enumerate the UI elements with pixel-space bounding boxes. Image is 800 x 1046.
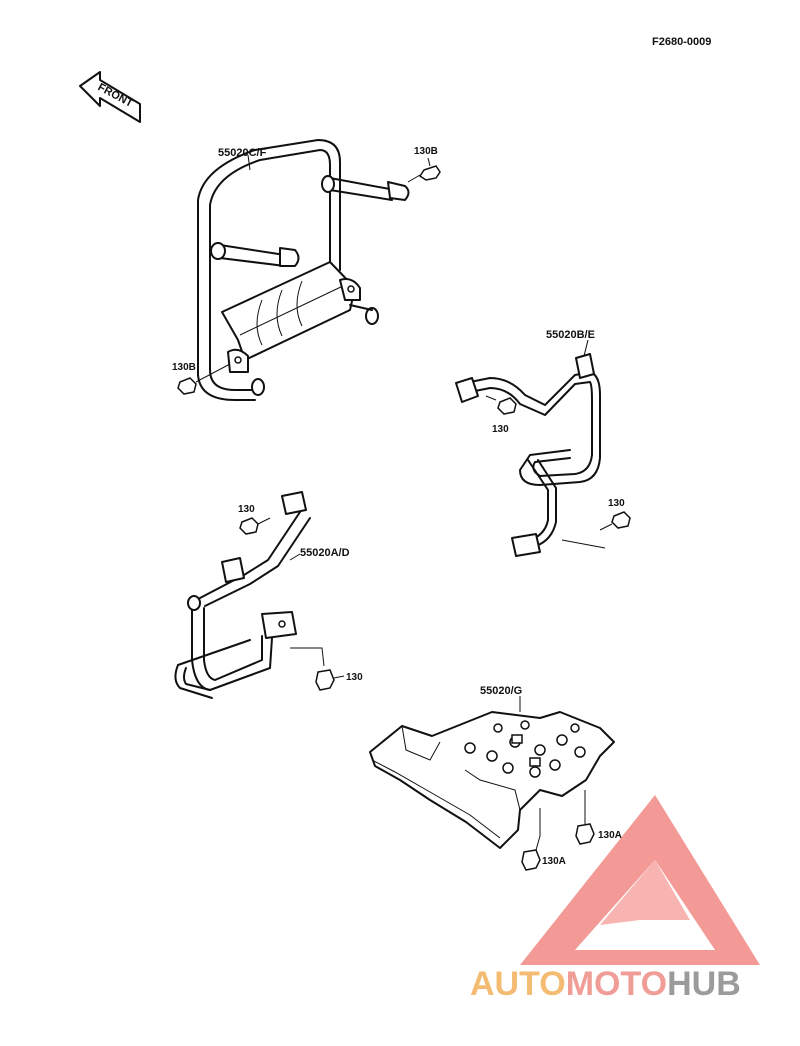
bolt-130a-upper-icon [575, 816, 595, 845]
drawing-code: F2680-0009 [652, 36, 711, 48]
label-55020be: 55020B/E [546, 329, 595, 341]
bolt-130-right-lower-icon [599, 511, 631, 531]
label-55020g: 55020/G [480, 685, 522, 697]
label-bolt-130-left-upper: 130 [238, 504, 255, 515]
label-bolt-130-left-lower: 130 [346, 672, 363, 683]
watermark-moto: MOTO [566, 965, 667, 1003]
guard-55020be-drawing [455, 339, 606, 557]
label-bolt-130-right-upper: 130 [492, 424, 509, 435]
bolt-130-left-lower-icon [315, 669, 345, 691]
watermark-auto: AUTO [470, 965, 566, 1003]
guard-55020ad-drawing [174, 491, 325, 699]
bolt-130b-left-icon [177, 363, 231, 395]
front-arrow-icon: FRONT [79, 71, 141, 123]
label-bolt-130b-left: 130B [172, 362, 196, 373]
skid-plate-55020g-drawing [369, 696, 615, 849]
label-bolt-130a-lower: 130A [542, 856, 566, 867]
label-55020ad: 55020A/D [300, 547, 350, 559]
svg-text:AUTOMOTOHUB: AUTOMOTOHUB [470, 965, 741, 1003]
label-bolt-130a-upper: 130A [598, 830, 622, 841]
watermark-triangle-icon [520, 795, 760, 965]
bolt-130-right-upper-icon [485, 395, 517, 415]
bolt-130b-top-icon [407, 165, 441, 183]
bolt-130a-lower-icon [521, 835, 541, 871]
watermark: AUTOMOTOHUB [470, 795, 760, 1003]
guard-55020cf-drawing [197, 139, 410, 401]
watermark-hub: HUB [667, 965, 741, 1003]
label-bolt-130-right-lower: 130 [608, 498, 625, 509]
bolt-130-left-upper-icon [239, 517, 271, 535]
label-bolt-130b-top: 130B [414, 146, 438, 157]
label-55020cf: 55020C/F [218, 147, 267, 159]
